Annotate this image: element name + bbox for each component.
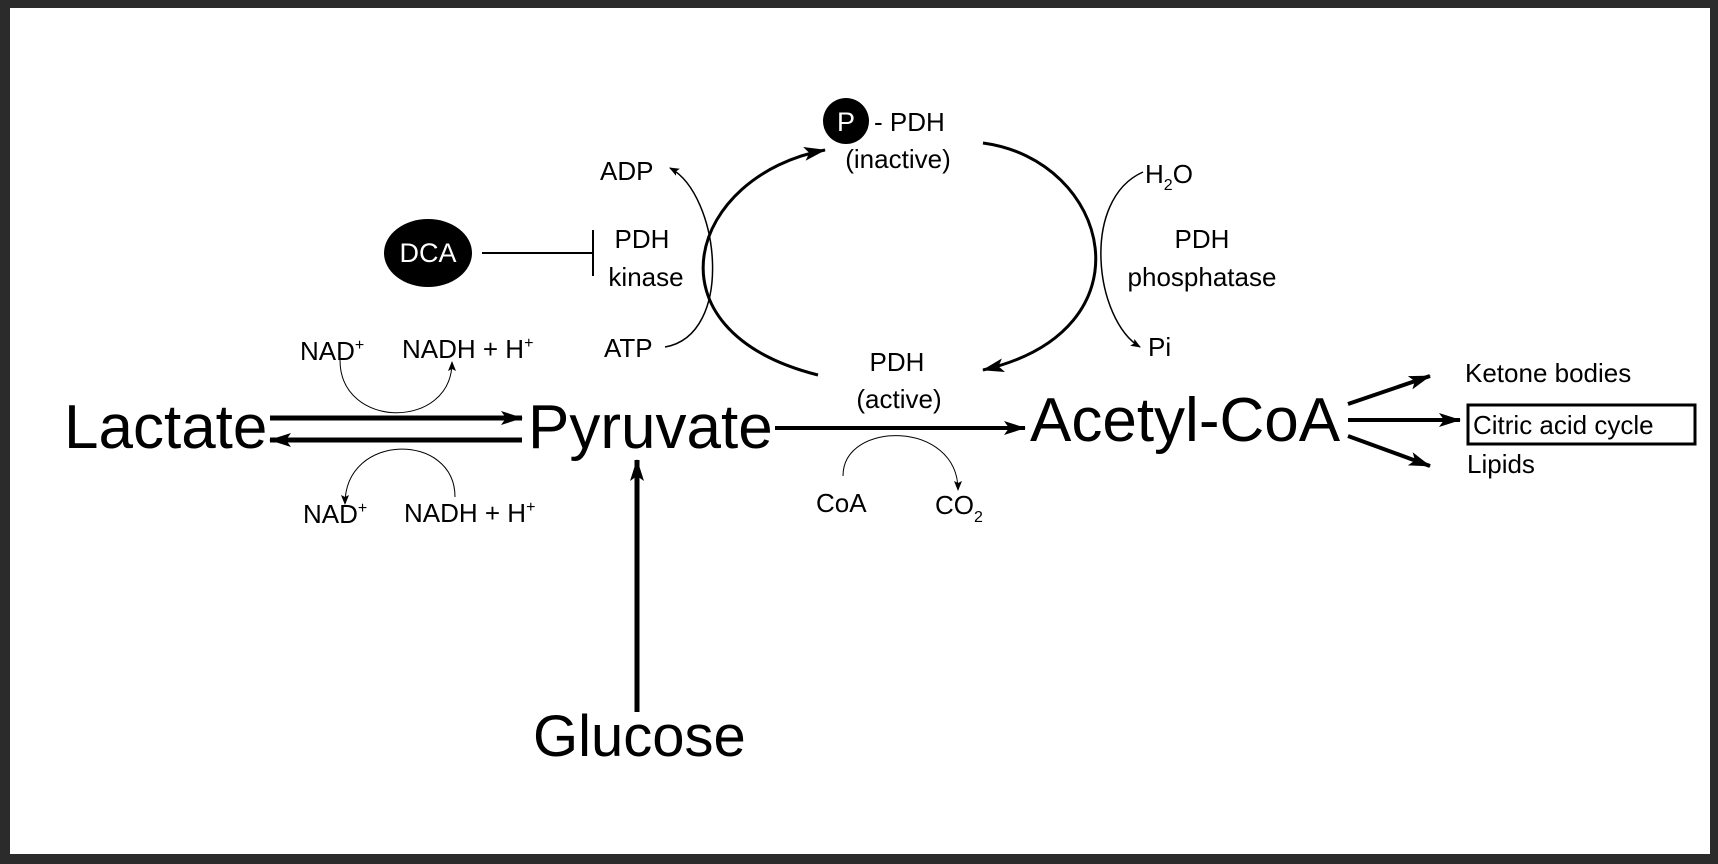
dca-node [384, 219, 472, 287]
co2-label: CO2 [935, 490, 983, 526]
pi-label: Pi [1148, 332, 1171, 362]
pdh-inactivation-arc [701, 146, 826, 377]
nad-bottom-label: NAD+ [303, 499, 367, 529]
to-lipids-arrow [1347, 434, 1431, 468]
nadh-bottom-label: NADH + H+ [404, 498, 535, 528]
pdh-phosphatase-line2: phosphatase [1128, 262, 1277, 292]
citric-acid-cycle-box [1466, 403, 1697, 446]
p-pdh-label: - PDH [874, 107, 945, 137]
nad-top-label: NAD+ [300, 336, 364, 366]
diagram-background [10, 8, 1710, 854]
adp-label: ADP [600, 156, 653, 186]
lactate-label: Lactate [64, 393, 267, 462]
h2o-pi-arc [1100, 171, 1144, 348]
h2o-label: H2O [1145, 159, 1193, 194]
dca-label: DCA [399, 238, 456, 268]
acetylcoa-label: Acetyl-CoA [1030, 386, 1341, 455]
lipids-label: Lipids [1467, 449, 1535, 479]
to-ketone-arrow [1347, 374, 1431, 406]
atp-adp-arc [664, 167, 714, 348]
pdh-activation-arc [982, 141, 1098, 373]
atp-label: ATP [604, 333, 653, 363]
nadh-top-label: NADH + H+ [402, 334, 533, 364]
coa-co2-arc [842, 435, 962, 491]
ketone-bodies-label: Ketone bodies [1465, 358, 1631, 388]
phosphate-p-label: P [837, 107, 855, 137]
pyruvate-label: Pyruvate [528, 393, 773, 462]
pdh-active-line1: PDH [870, 347, 925, 377]
top-cofactor-arc [339, 359, 456, 414]
coa-label: CoA [816, 488, 867, 518]
glucose-label: Glucose [533, 704, 746, 769]
phosphate-circle [823, 98, 869, 144]
citric-acid-cycle-label: Citric acid cycle [1473, 410, 1654, 440]
pdh-phosphatase-line1: PDH [1175, 224, 1230, 254]
inactive-label: (inactive) [845, 144, 950, 174]
bottom-cofactor-arc [341, 448, 456, 505]
pdh-kinase-line1: PDH [615, 224, 670, 254]
pdh-active-line2: (active) [856, 384, 941, 414]
pdh-kinase-line2: kinase [608, 262, 683, 292]
